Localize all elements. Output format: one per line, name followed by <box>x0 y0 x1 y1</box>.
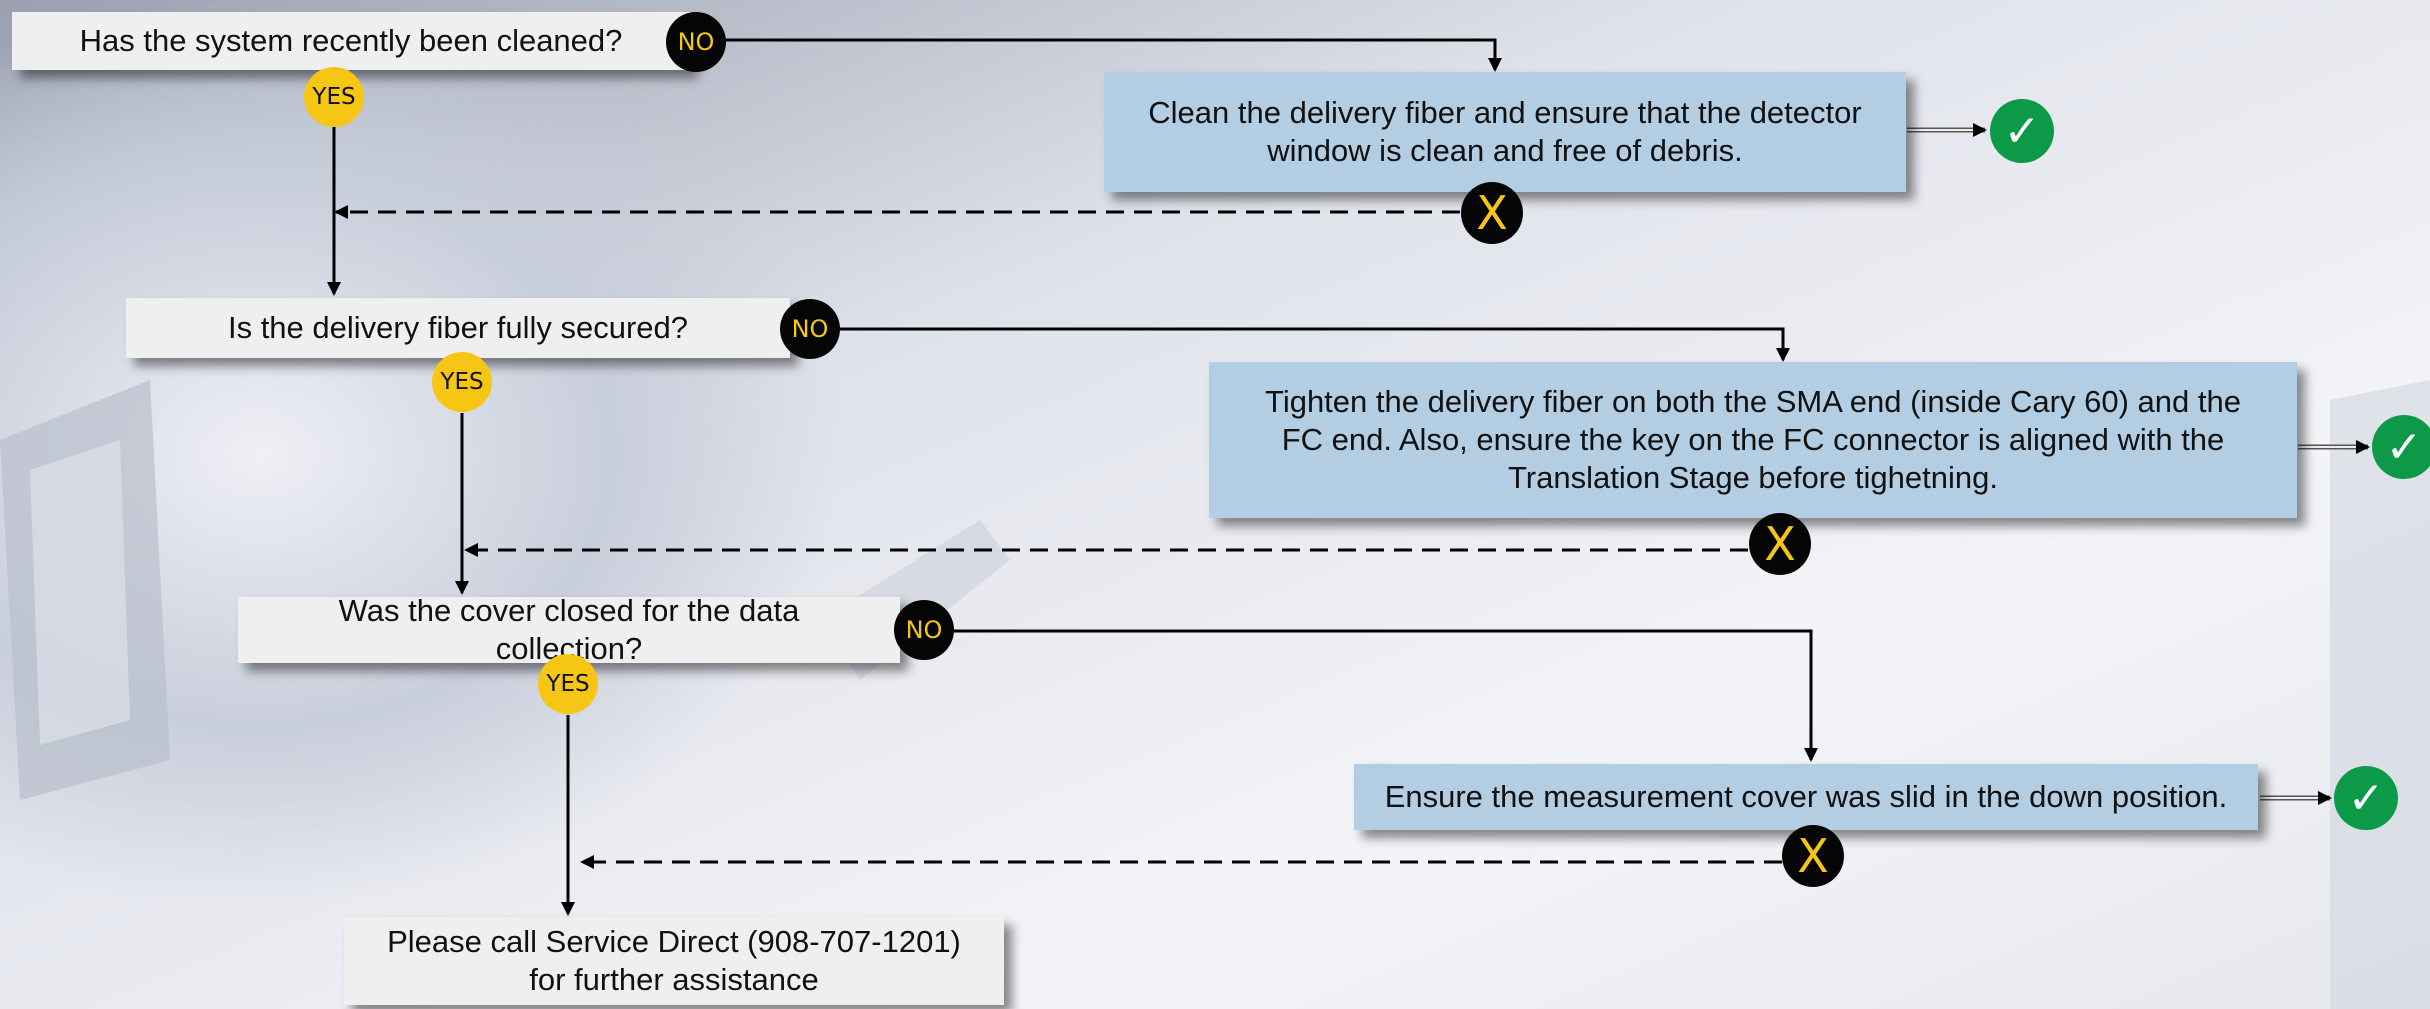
question-box-1: Has the system recently been cleaned? <box>12 12 690 70</box>
action-text-2: Tighten the delivery fiber on both the S… <box>1265 384 2241 495</box>
no-connector-2 <box>840 327 1790 362</box>
question-box-3: Was the cover closed for the data collec… <box>238 593 900 666</box>
question-text-1: Has the system recently been cleaned? <box>79 23 623 58</box>
no-connector-1 <box>726 38 1502 72</box>
final-contact-box: Please call Service Direct (908-707-1201… <box>344 917 1004 1005</box>
action-text-3: Ensure the measurement cover was slid in… <box>1384 779 2228 814</box>
fail-badge-1: X <box>1461 182 1523 244</box>
fail-badge-3: X <box>1782 825 1844 887</box>
final-contact-text: Please call Service Direct (908-707-1201… <box>387 924 961 997</box>
action-box-2: Tighten the delivery fiber on both the S… <box>1209 362 2297 518</box>
fail-badge-2: X <box>1749 513 1811 575</box>
action-box-3: Ensure the measurement cover was slid in… <box>1354 764 2258 830</box>
no-badge-2: NO <box>780 299 840 359</box>
question-text-2: Is the delivery fiber fully secured? <box>227 310 689 345</box>
yes-badge-2: YES <box>432 352 492 412</box>
checkmark-icon: ✓ <box>1990 99 2054 163</box>
question-text-3: Was the cover closed for the data collec… <box>338 593 800 666</box>
checkmark-icon: ✓ <box>2334 766 2398 830</box>
no-badge-1: NO <box>666 12 726 72</box>
action-text-1: Clean the delivery fiber and ensure that… <box>1148 95 1862 168</box>
question-box-2: Is the delivery fiber fully secured? <box>126 298 790 358</box>
action-box-1: Clean the delivery fiber and ensure that… <box>1104 72 1906 192</box>
no-badge-3: NO <box>894 600 954 660</box>
no-connector-3 <box>954 629 1818 762</box>
yes-badge-1: YES <box>304 67 364 127</box>
checkmark-icon: ✓ <box>2372 415 2430 479</box>
yes-badge-3: YES <box>538 654 598 714</box>
